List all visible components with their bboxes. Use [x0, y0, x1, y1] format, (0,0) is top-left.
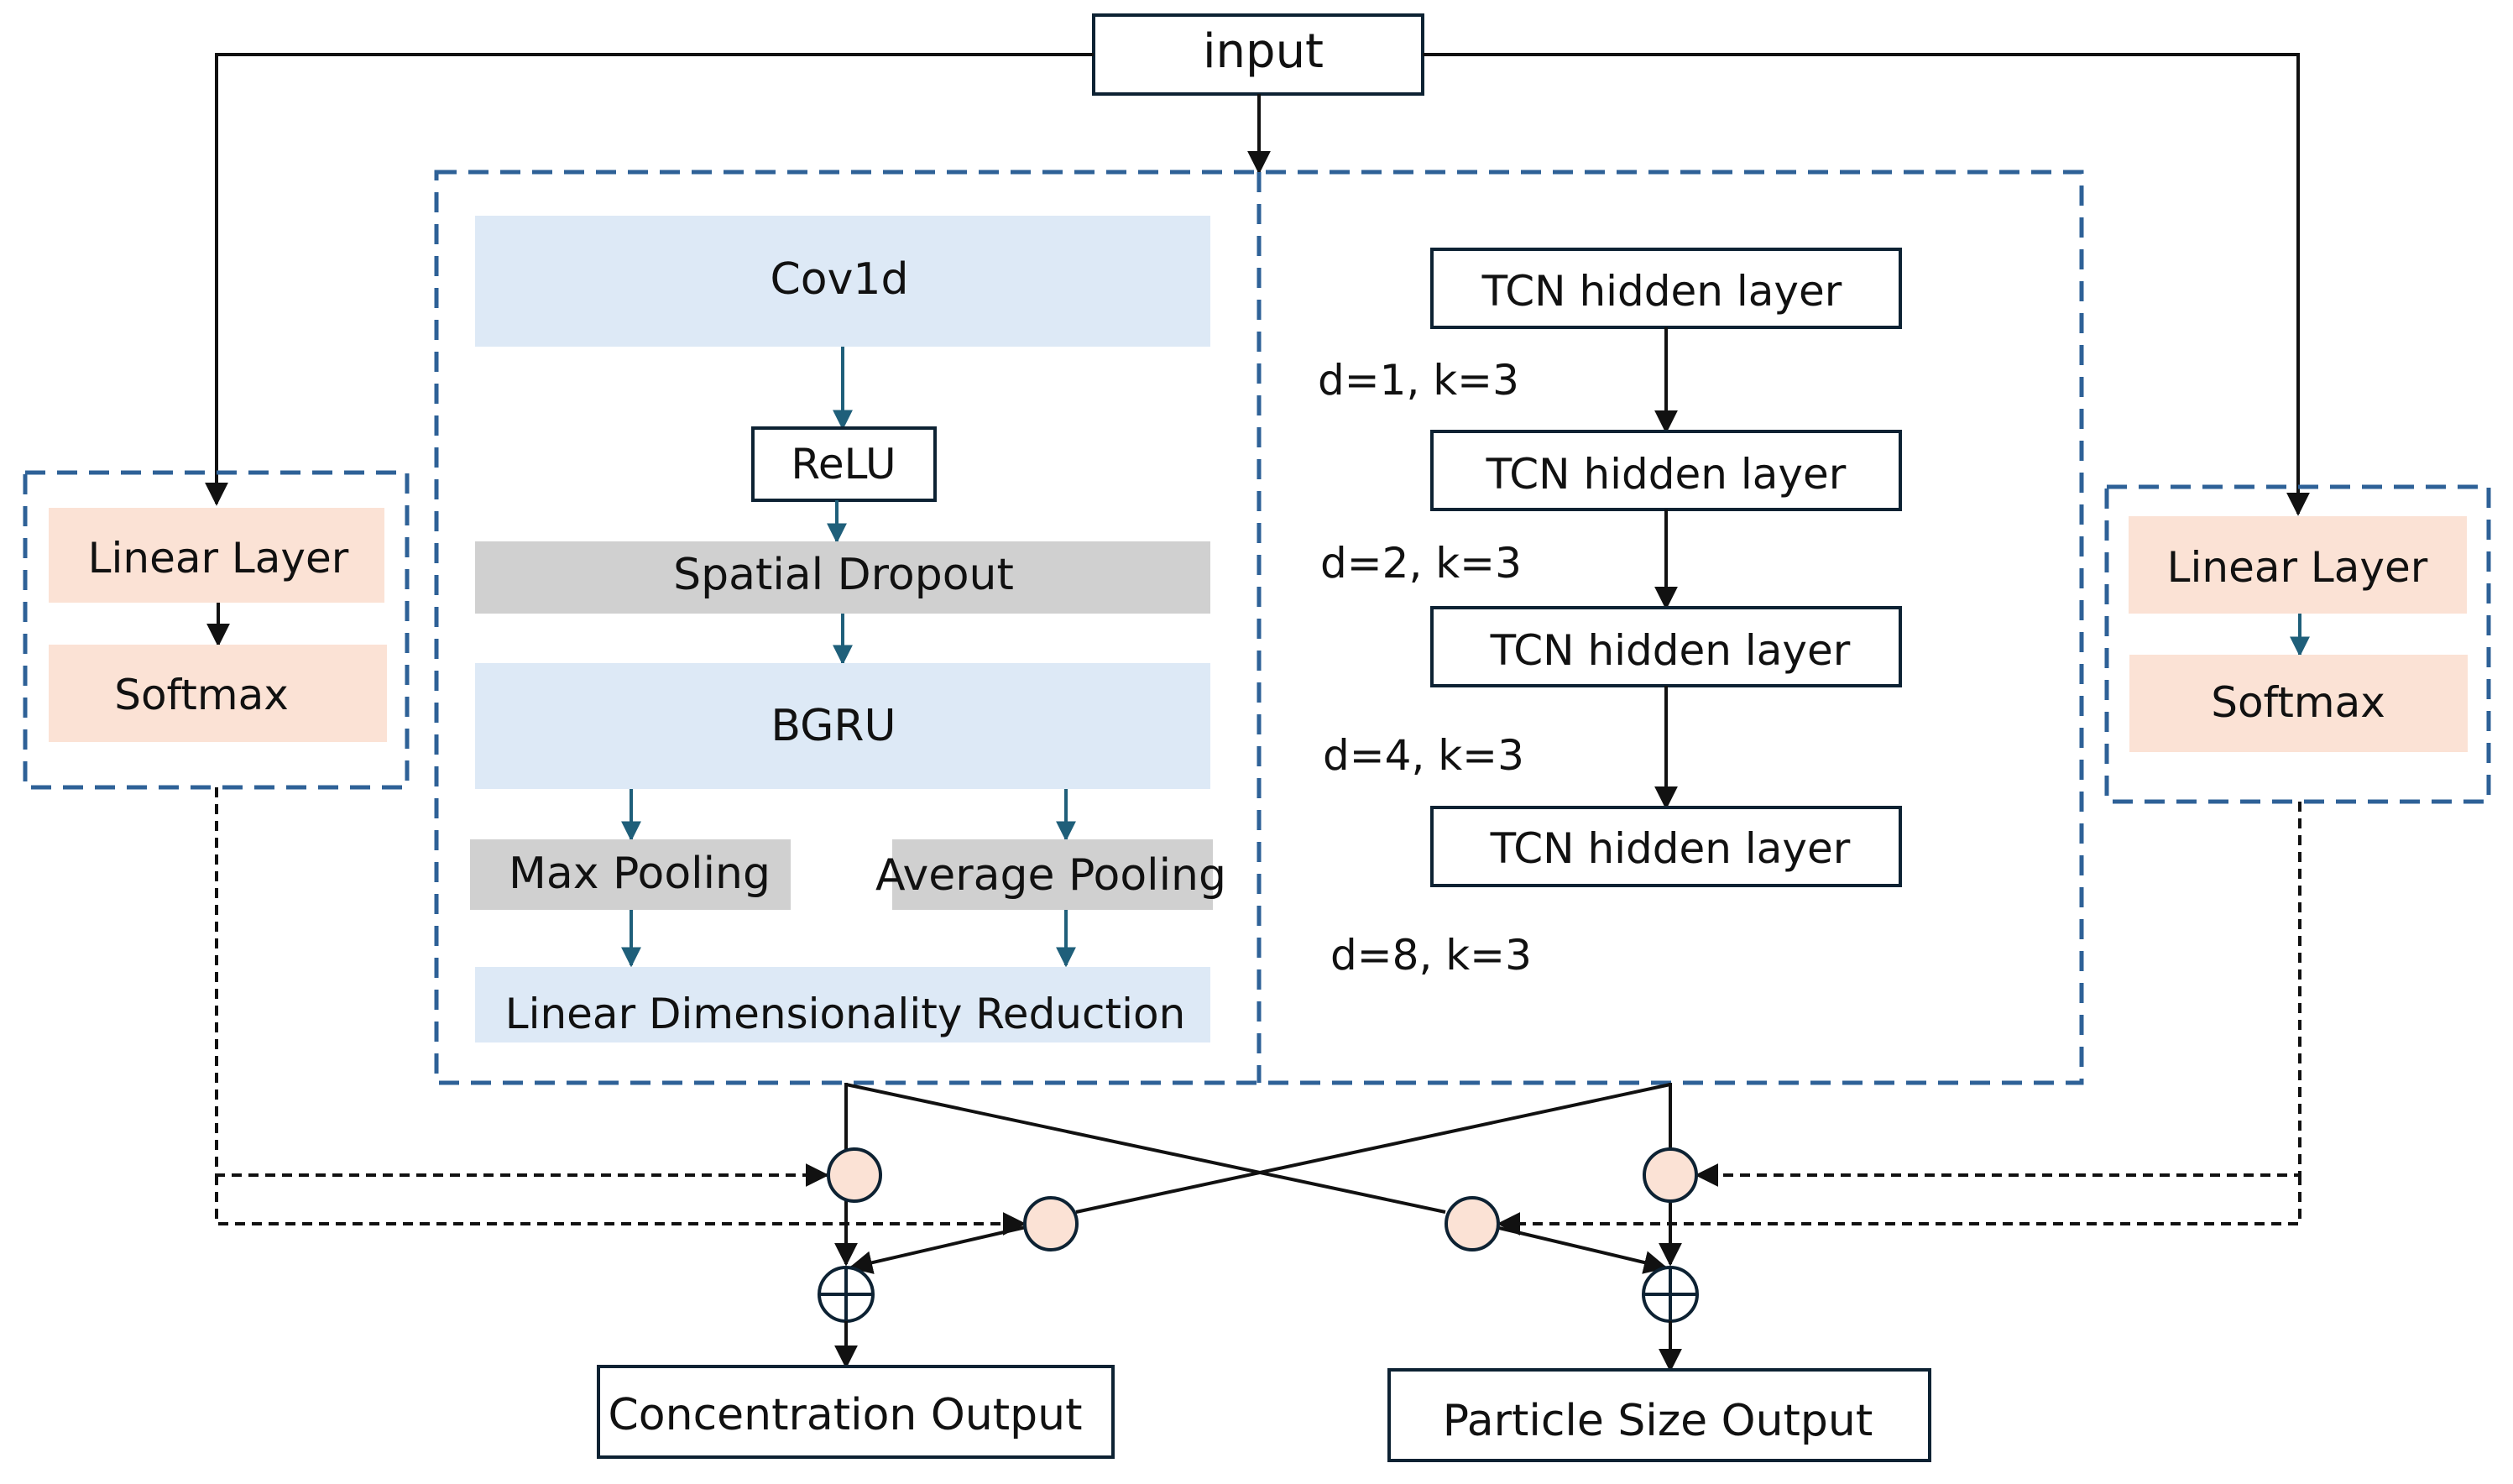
spatial-dropout-block	[475, 541, 1210, 614]
left-attention-weight-line-b	[215, 1175, 1027, 1236]
tcn-layer-1	[1430, 248, 1902, 329]
particle-size-output-label: Particle Size Output	[1443, 1396, 1873, 1446]
tcn-layer-4	[1430, 806, 1902, 887]
input-node: input	[1092, 13, 1424, 96]
tcn-layer-1-label: TCN hidden layer	[1481, 267, 1842, 316]
tcn-layer-3	[1430, 606, 1902, 687]
left-linear-layer-block	[49, 508, 384, 603]
relu-label: ReLU	[791, 440, 896, 489]
cnn-to-right-multiply-line	[845, 1083, 1446, 1214]
max-pooling-label: Max Pooling	[509, 849, 771, 899]
right-attention-module: Linear Layer Softmax	[2104, 484, 2491, 804]
left-multiply-to-sum-line	[849, 1225, 1027, 1274]
concentration-output-node: Concentration Output	[597, 1365, 1115, 1459]
tcn-layer-4-label: TCN hidden layer	[1490, 824, 1851, 873]
linear-reduction-label: Linear Dimensionality Reduction	[505, 990, 1186, 1038]
right-multiply-node-b	[1445, 1196, 1500, 1251]
left-softmax-block	[49, 645, 387, 742]
bgru-label: BGRU	[771, 701, 896, 751]
input-to-right-attention-line	[1423, 53, 2310, 516]
left-attention-module: Linear Layer Softmax	[23, 470, 410, 790]
left-softmax-label: Softmax	[114, 671, 289, 719]
right-attention-weight-line-b	[1497, 1175, 2301, 1236]
tcn-layer-3-label: TCN hidden layer	[1490, 626, 1851, 675]
cnn-bgru-branch: Cov1d ReLU Spatial Dropout BGRU Max Pool…	[470, 216, 1226, 1042]
fusion-section	[215, 787, 2301, 1372]
right-softmax-label: Softmax	[2211, 678, 2385, 727]
right-multiply-node-a	[1643, 1147, 1698, 1203]
tcn-dilation-2: d=2, k=3	[1320, 539, 1522, 588]
input-to-left-attention-line	[205, 53, 1094, 506]
right-softmax-block	[2129, 655, 2468, 752]
left-multiply-node-a	[827, 1147, 882, 1203]
conv1d-label: Cov1d	[771, 254, 909, 305]
average-pooling-block	[892, 839, 1213, 910]
tcn-layer-2	[1430, 430, 1902, 511]
tcn-dilation-4: d=8, k=3	[1330, 931, 1532, 980]
tcn-branch: TCN hidden layer d=1, k=3 TCN hidden lay…	[1318, 248, 1902, 980]
average-pooling-label: Average Pooling	[875, 850, 1226, 901]
input-label: input	[1203, 24, 1324, 79]
right-linear-layer-label: Linear Layer	[2167, 543, 2428, 592]
tcn-dilation-3: d=4, k=3	[1323, 731, 1524, 780]
concentration-output-label: Concentration Output	[608, 1390, 1082, 1440]
tcn-dilation-1: d=1, k=3	[1318, 356, 1519, 405]
right-sum-node	[1642, 1266, 1699, 1323]
relu-block	[751, 426, 937, 502]
linear-reduction-block	[475, 967, 1210, 1042]
tcn-to-left-multiply-line	[1075, 1083, 1671, 1214]
spatial-dropout-label: Spatial Dropout	[673, 550, 1014, 600]
left-sum-node	[818, 1266, 875, 1323]
left-linear-layer-label: Linear Layer	[88, 534, 349, 583]
tcn-layer-2-label: TCN hidden layer	[1486, 450, 1847, 499]
right-linear-layer-block	[2129, 516, 2467, 614]
right-multiply-to-sum-line	[1495, 1225, 1668, 1274]
max-pooling-block	[470, 839, 791, 910]
left-multiply-node-b	[1023, 1196, 1079, 1251]
bgru-block	[475, 663, 1210, 789]
particle-size-output-node: Particle Size Output	[1387, 1368, 1931, 1462]
conv1d-block	[475, 216, 1210, 347]
